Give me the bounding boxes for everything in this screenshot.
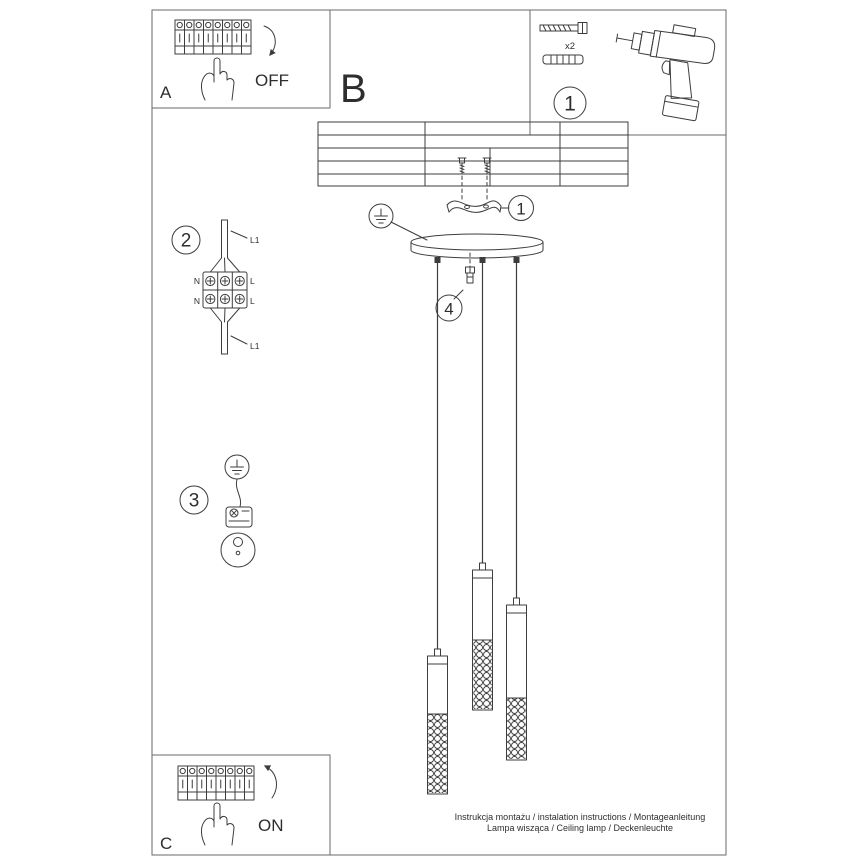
label-l1-top: L1	[250, 235, 260, 245]
terminal-strip-icon	[175, 20, 251, 54]
mounting-screws	[457, 157, 492, 200]
svg-text:1: 1	[564, 93, 576, 116]
label-n-top: N	[194, 276, 200, 286]
terminal-strip-icon	[178, 766, 254, 800]
wiring-diagram: L1 N L N L L1	[194, 219, 260, 355]
footer-line1: Instrukcja montażu / instalation instruc…	[455, 812, 706, 822]
hand-icon	[200, 802, 235, 846]
drill-icon	[615, 24, 716, 122]
step-4-leader-line	[453, 289, 464, 300]
page-border	[151, 9, 727, 856]
label-l1-bottom: L1	[250, 341, 260, 351]
footer-line2: Lampa wisząca / Ceiling lamp / Deckenleu…	[487, 823, 673, 833]
off-label: OFF	[255, 71, 289, 90]
ground-terminal	[225, 506, 253, 528]
wall-plug-icon	[542, 54, 584, 65]
screw-icon	[539, 22, 588, 34]
lamp-shade-middle	[472, 562, 493, 711]
step-3-badge: 3	[179, 485, 209, 515]
step-4-badge: 4	[435, 294, 463, 322]
hardware-box: x2 1	[529, 9, 727, 136]
panel-c: ON C	[151, 754, 331, 856]
cover-plate	[220, 532, 256, 568]
section-b-label: B	[340, 67, 367, 111]
lamp-shade-left	[427, 648, 448, 795]
rotate-up-arrow-icon	[263, 765, 277, 799]
svg-text:2: 2	[181, 231, 192, 252]
earth-symbol-ground-icon	[224, 454, 250, 480]
svg-text:4: 4	[444, 300, 453, 319]
svg-text:1: 1	[516, 200, 525, 219]
svg-text:3: 3	[189, 491, 200, 512]
panel-a-label: A	[160, 83, 172, 102]
label-l-top: L	[250, 276, 255, 286]
panel-a: OFF A	[151, 9, 331, 109]
step-1-badge: 1	[508, 195, 534, 221]
label-l-bottom: L	[250, 296, 255, 306]
rotate-down-arrow-icon	[263, 25, 276, 57]
step-2-badge: 2	[171, 225, 201, 255]
ground-wire	[235, 478, 242, 508]
panel-c-border	[151, 754, 331, 856]
panel-c-label: C	[160, 834, 172, 853]
mounting-bracket	[446, 200, 502, 213]
hand-icon	[200, 57, 235, 101]
on-label: ON	[258, 816, 284, 835]
label-n-bottom: N	[194, 296, 200, 306]
panel-a-border	[151, 9, 331, 109]
earth-symbol-canopy-icon	[368, 203, 394, 229]
ceiling-canopy	[410, 233, 544, 263]
quantity-label: x2	[565, 41, 575, 52]
step-1-badge-hardware: 1	[553, 86, 587, 120]
strain-relief-screw	[465, 252, 475, 284]
ceiling-drawing	[317, 121, 629, 187]
lamp-shade-right	[506, 597, 527, 761]
earth-leader-line	[390, 221, 428, 241]
